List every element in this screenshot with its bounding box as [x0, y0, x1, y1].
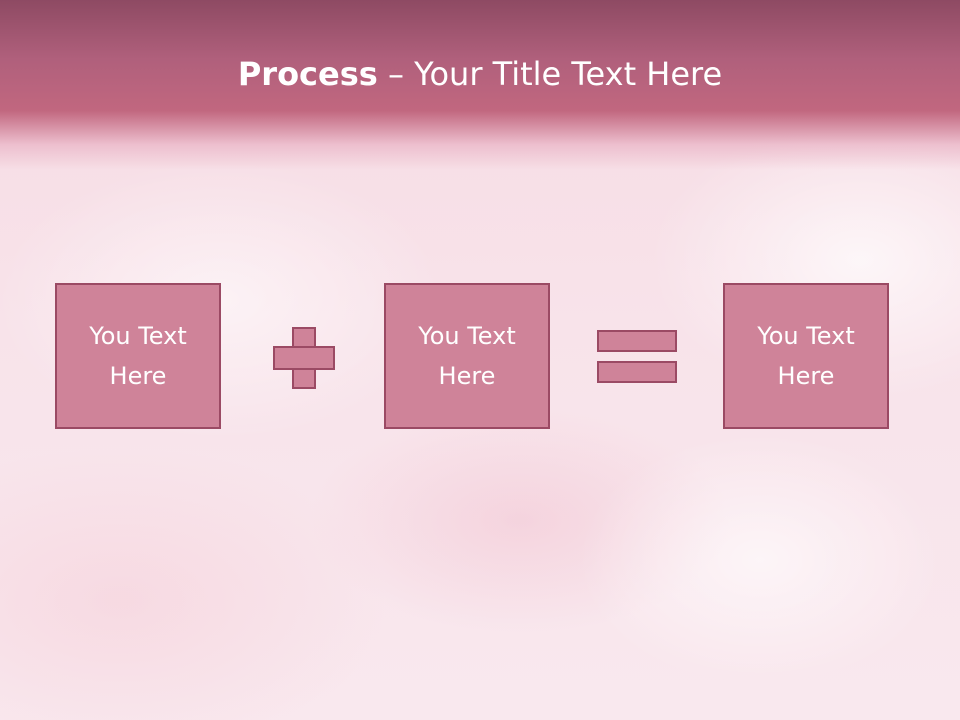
title-banner [0, 0, 960, 170]
process-box-3: You Text Here [723, 283, 889, 429]
process-box-2: You Text Here [384, 283, 550, 429]
slide-title: Process – Your Title Text Here [0, 52, 960, 96]
process-box-1: You Text Here [55, 283, 221, 429]
equals-bottom-bar [597, 361, 677, 383]
title-rest: – Your Title Text Here [377, 55, 723, 93]
equals-top-bar [597, 330, 677, 352]
title-bold: Process [237, 55, 378, 93]
plus-center [294, 348, 314, 368]
equals-icon [597, 330, 677, 384]
plus-icon [273, 327, 335, 389]
